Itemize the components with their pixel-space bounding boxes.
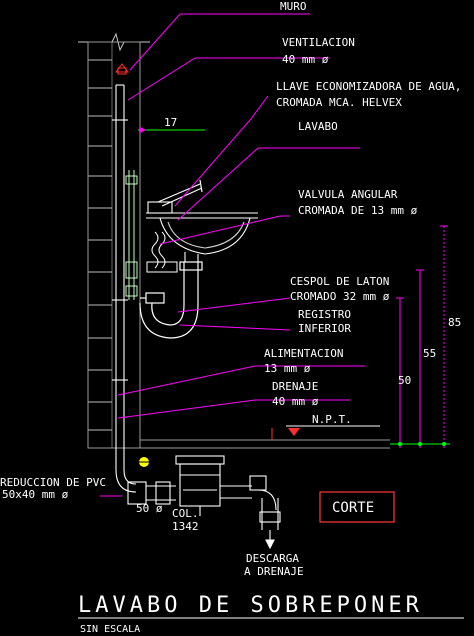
label-llave-2: CROMADA MCA. HELVEX xyxy=(276,96,402,109)
label-drenaje-2: 40 mm ø xyxy=(272,395,319,408)
reduction-marker xyxy=(138,457,150,467)
dim-17: 17 xyxy=(164,116,177,129)
dim-50: 50 xyxy=(398,374,411,387)
npt-marker xyxy=(271,425,380,440)
label-reduccion-1: REDUCCION DE PVC xyxy=(0,476,106,489)
label-col-1: COL. xyxy=(172,507,199,520)
label-muro: MURO xyxy=(280,0,307,13)
label-cespol-1: CESPOL DE LATON xyxy=(290,275,389,288)
floor-drain-register xyxy=(175,455,252,516)
vent-arrow-marker xyxy=(115,63,129,75)
label-descarga-1: DESCARGA xyxy=(246,552,299,565)
dim-55: 55 xyxy=(423,347,436,360)
label-registro-1: REGISTRO xyxy=(298,308,351,321)
p-trap xyxy=(139,261,203,339)
corte-label: CORTE xyxy=(332,500,374,516)
label-descarga-2: A DRENAJE xyxy=(244,565,304,578)
label-valvula-1: VALVULA ANGULAR xyxy=(298,188,398,201)
label-registro-2: INFERIOR xyxy=(298,322,351,335)
discharge-pipe xyxy=(249,475,281,550)
leader-lines xyxy=(100,13,365,497)
label-drenaje-1: DRENAJE xyxy=(272,380,318,393)
label-ventilacion-2: 40 mm ø xyxy=(282,53,329,66)
label-reduccion-2: 50x40 mm ø xyxy=(2,488,69,501)
supply-pipe xyxy=(125,170,138,300)
label-npt: N.P.T. xyxy=(312,413,352,426)
drain-pipe xyxy=(115,469,176,505)
label-alimentacion-2: 13 mm ø xyxy=(264,362,311,375)
faucet xyxy=(157,179,203,207)
label-diam-50: 50 ø xyxy=(136,502,163,515)
label-lavabo: LAVABO xyxy=(298,120,338,133)
corte-frame: CORTE xyxy=(319,491,395,523)
wall xyxy=(78,32,150,449)
drawing-subtitle: SIN ESCALA xyxy=(80,624,140,635)
label-ventilacion-1: VENTILACION xyxy=(282,36,355,49)
vent-pipe xyxy=(112,84,128,470)
floor-slab xyxy=(92,439,390,449)
dimension-lines xyxy=(138,127,450,448)
drawing-title: LAVABO DE SOBREPONER xyxy=(78,593,423,618)
label-cespol-2: CROMADO 32 mm ø xyxy=(290,290,390,303)
label-llave-1: LLAVE ECONOMIZADORA DE AGUA, xyxy=(276,80,461,93)
label-alimentacion-1: ALIMENTACION xyxy=(264,347,343,360)
lavabo-basin xyxy=(146,201,258,262)
angle-valve xyxy=(146,231,178,273)
dim-85: 85 xyxy=(448,316,461,329)
label-valvula-2: CROMADA DE 13 mm ø xyxy=(298,204,418,217)
label-col-2: 1342 xyxy=(172,520,199,533)
dimension-ticks xyxy=(398,442,446,446)
